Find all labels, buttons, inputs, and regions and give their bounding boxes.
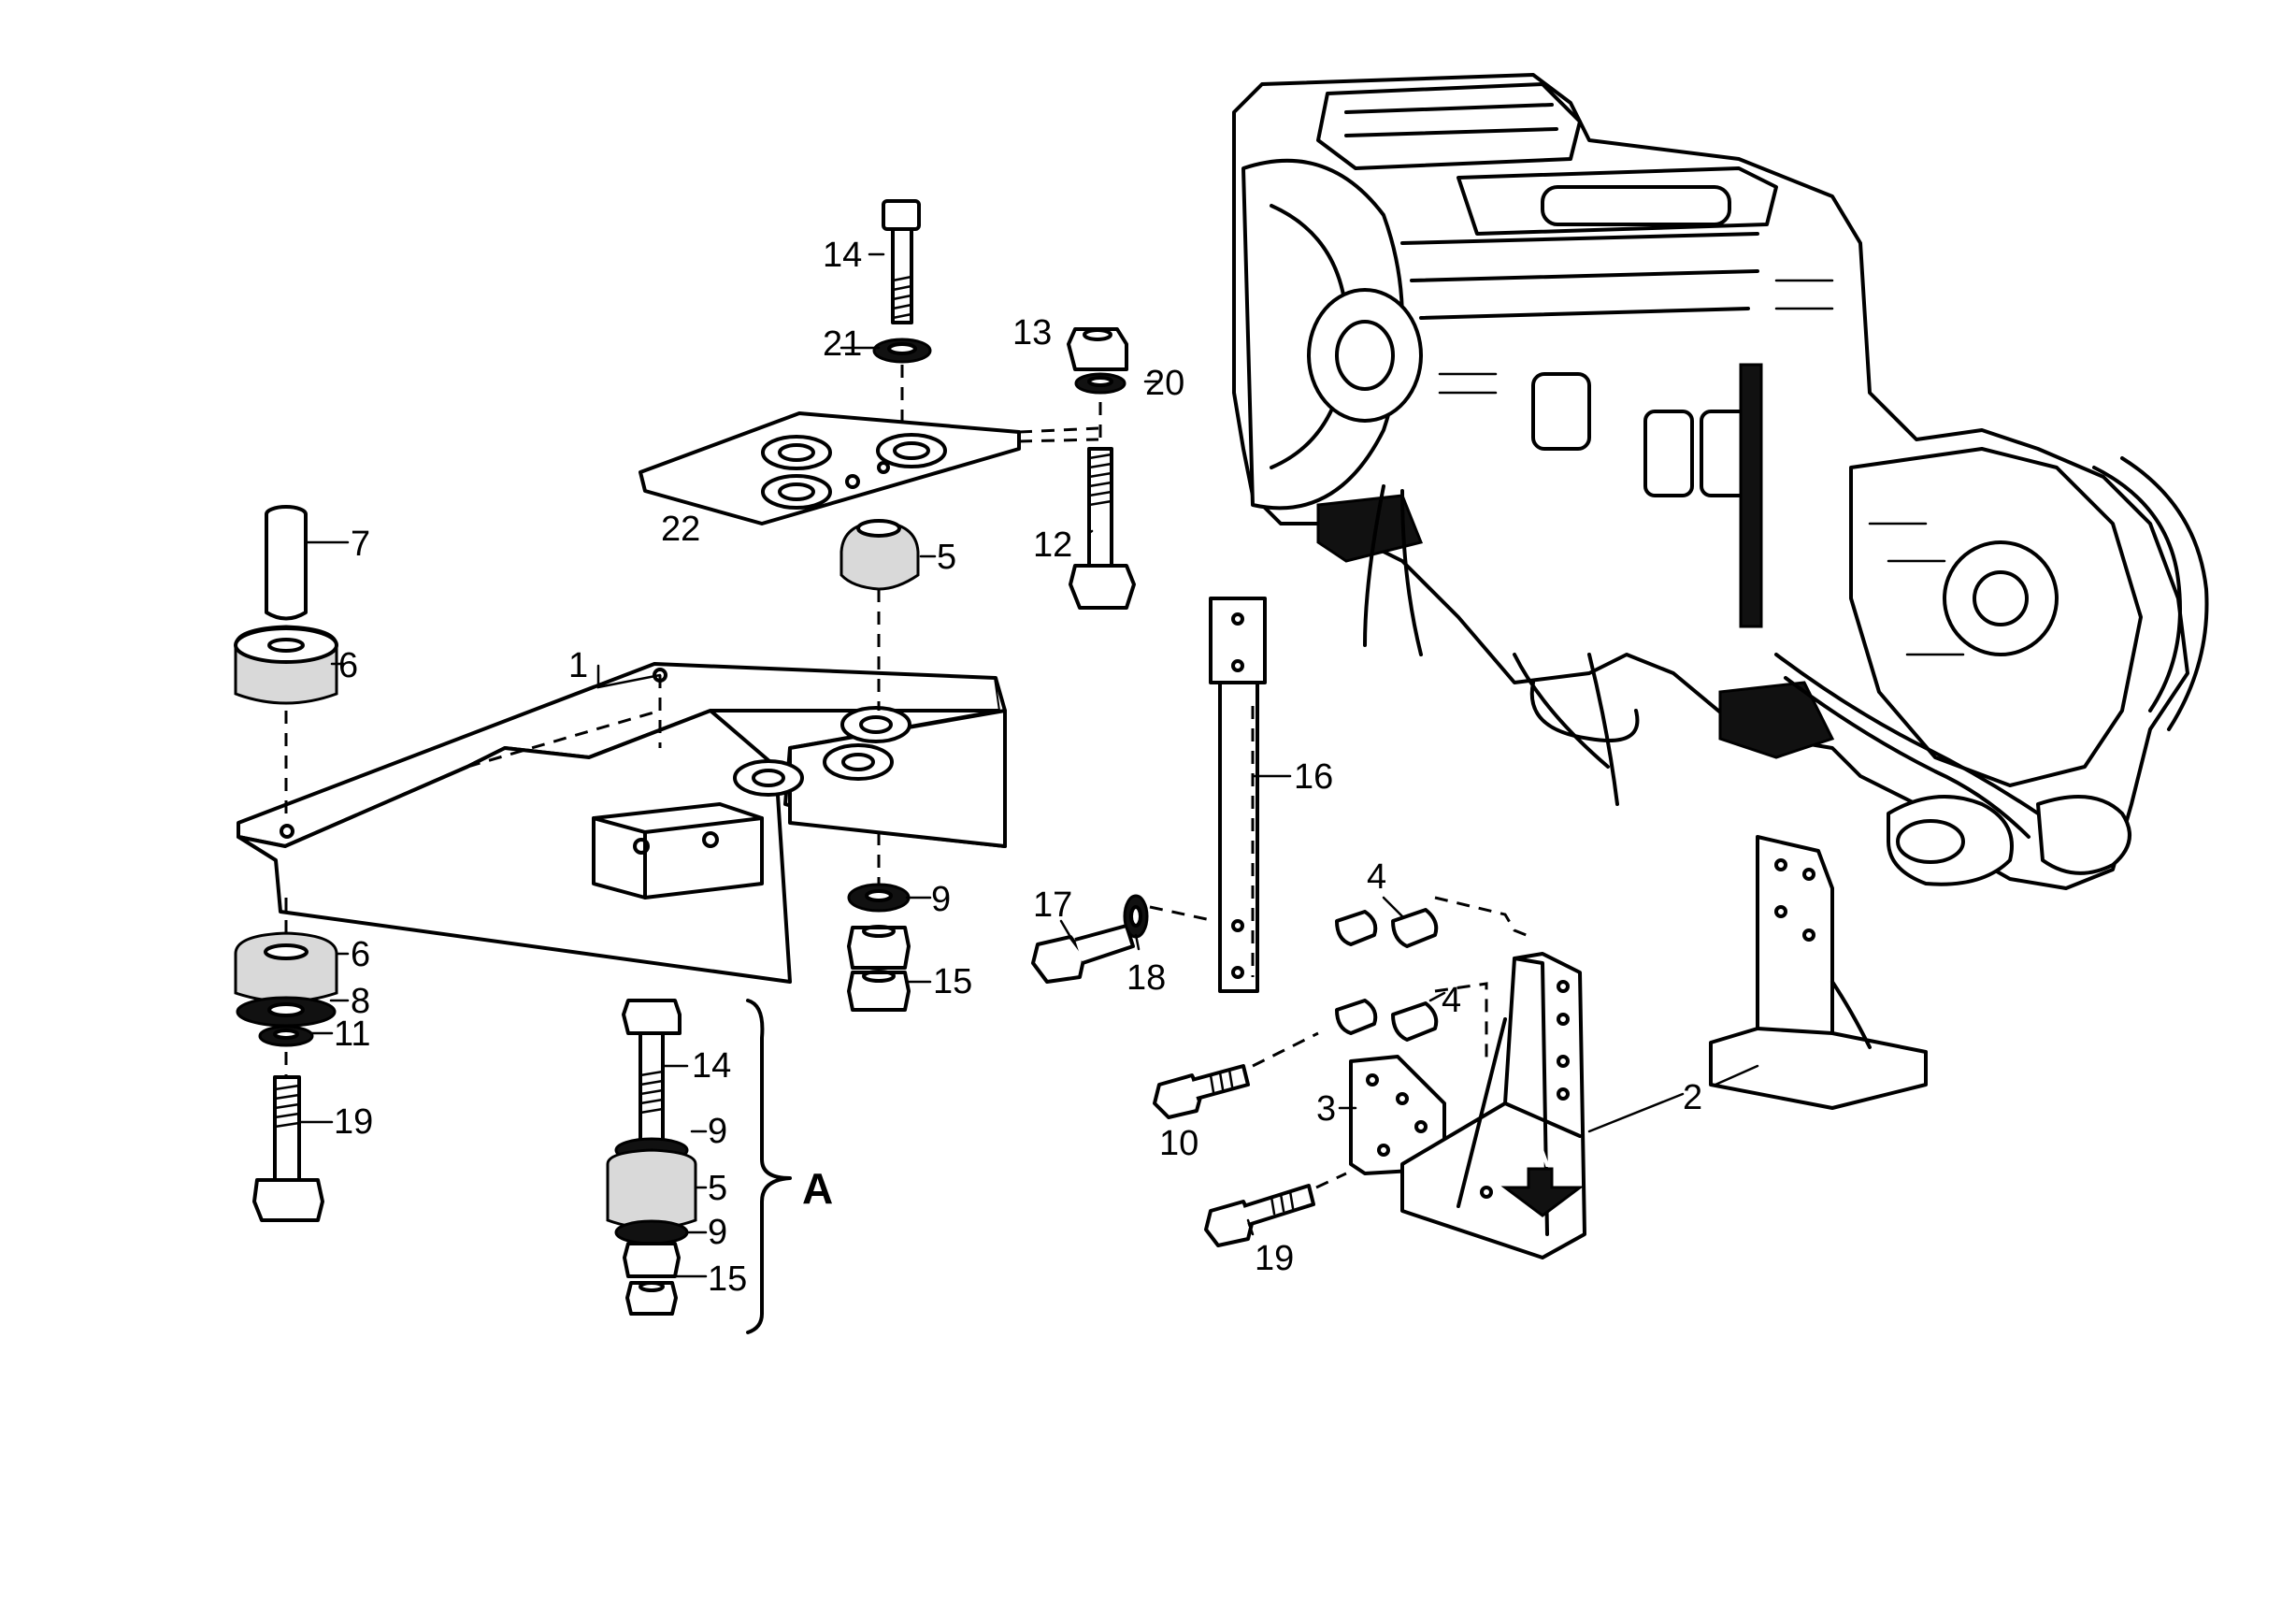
callout-4-lower: 4: [1442, 981, 1461, 1020]
washer-part-8: [236, 996, 337, 1028]
callout-6-bottom: 6: [351, 935, 370, 974]
washer-part-18: [1123, 894, 1216, 939]
callout-9-group-top: 9: [708, 1112, 727, 1151]
bolt-part-12: [1069, 402, 1136, 610]
callout-22: 22: [661, 510, 700, 549]
callout-15-mid: 15: [933, 962, 972, 1001]
top-plate-part-22: [639, 411, 1099, 525]
callout-13: 13: [1012, 313, 1052, 353]
nut-part-13: [1067, 327, 1128, 371]
leader-lines: [297, 252, 1759, 1278]
bolt-part-19-left: [252, 1052, 324, 1222]
callout-14-top: 14: [823, 236, 862, 275]
mount-bracket-part-2-left: [1400, 952, 1586, 1259]
rubber-mount-part-5-top: [839, 519, 920, 711]
spacer-part-4-upper: [1335, 896, 1534, 948]
callout-8: 8: [351, 982, 370, 1021]
sleeve-part-7: [265, 505, 308, 621]
engine-bracket-part-1: [237, 662, 1007, 984]
callout-1: 1: [568, 646, 588, 685]
group-label-a: A: [802, 1164, 833, 1213]
callout-11: 11: [334, 1015, 370, 1054]
washer-part-9-mid: [847, 832, 911, 913]
callout-18: 18: [1126, 958, 1166, 998]
callout-4-upper: 4: [1367, 857, 1386, 897]
nut-part-15-mid: [847, 925, 911, 1012]
callout-9-mid: 9: [931, 880, 951, 919]
callout-15-group: 15: [708, 1259, 747, 1299]
callout-16: 16: [1294, 757, 1333, 797]
washer-part-20: [1074, 372, 1126, 395]
callout-10: 10: [1159, 1124, 1198, 1163]
callout-9-group-bottom: 9: [708, 1213, 727, 1252]
callout-20: 20: [1145, 364, 1184, 403]
spacer-part-4-lower: [1335, 982, 1488, 1066]
view-arrow-label-a: A: [1530, 1143, 1551, 1173]
callout-6-top: 6: [338, 646, 358, 685]
engine-assembly: [1232, 73, 2209, 890]
callout-12: 12: [1033, 525, 1072, 565]
bolt-part-10: [1153, 1031, 1319, 1119]
callout-14-group: 14: [692, 1046, 731, 1086]
callout-21: 21: [823, 324, 862, 364]
callout-labels: 1 22 14 21 13 20 12 5 7 6 6 8 11 19 9 15…: [334, 236, 1702, 1299]
stay-bar-part-16: [1209, 597, 1267, 993]
callout-17: 17: [1033, 885, 1072, 925]
assembly-group-a: [606, 999, 792, 1334]
rubber-bush-part-6-top: [234, 625, 338, 823]
washer-part-11: [258, 1025, 314, 1047]
callout-5-group: 5: [708, 1169, 727, 1208]
mount-bracket-part-2-right: [1709, 835, 1928, 1110]
bolt-part-14-top: [872, 199, 932, 425]
callout-19-right: 19: [1255, 1239, 1294, 1278]
callout-7: 7: [351, 525, 370, 564]
callout-3: 3: [1316, 1089, 1336, 1129]
bolt-part-19-right: [1204, 1172, 1347, 1247]
callout-5-top: 5: [937, 538, 956, 577]
callout-19-left: 19: [334, 1102, 373, 1142]
callout-2: 2: [1683, 1078, 1702, 1117]
bolt-part-17: [1031, 924, 1135, 984]
